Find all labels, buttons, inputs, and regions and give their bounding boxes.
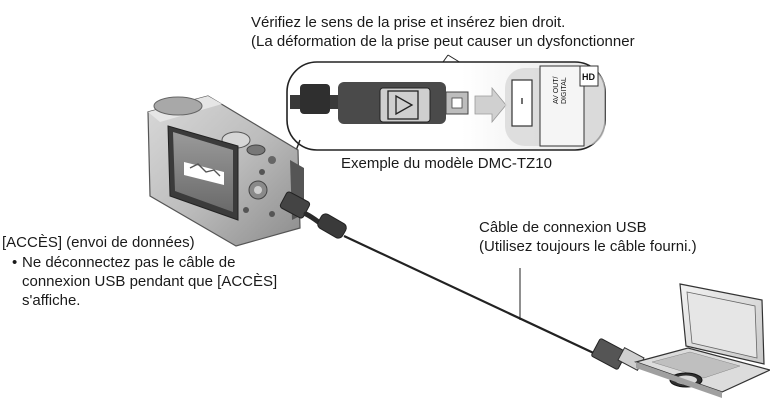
access-note-line-3: s'affiche. (22, 292, 81, 309)
av-out-label: AV OUT/ (553, 76, 560, 104)
access-note-title: [ACCÈS] (envoi de données) (2, 234, 195, 251)
camera-screen (167, 125, 239, 221)
laptop (633, 283, 770, 398)
insert-direction-icon (387, 90, 419, 120)
cable-label-line-2: (Utilisez toujours le câble fourni.) (479, 238, 697, 255)
connector-detail-inset: AV OUT/ DIGITAL HD (286, 61, 606, 151)
access-transfer-icon (184, 162, 224, 185)
access-note-line-1: Ne déconnectez pas le câble de (22, 254, 236, 271)
top-note-line-1: Vérifiez le sens de la prise et insérez … (251, 14, 566, 31)
model-caption: Exemple du modèle DMC-TZ10 (341, 155, 552, 172)
access-note-bullet: • (12, 254, 18, 271)
hdmi-label: HD (582, 72, 595, 82)
camera (147, 95, 304, 247)
access-note-line-2: connexion USB pendant que [ACCÈS] (22, 273, 278, 290)
insert-arrow-icon (474, 86, 507, 124)
cable-label-line-1: Câble de connexion USB (479, 219, 647, 236)
digital-label: DIGITAL (561, 77, 568, 104)
usb-cable (279, 191, 645, 372)
camera-controls (243, 169, 275, 217)
top-note-line-2: (La déformation de la prise peut causer … (251, 33, 635, 50)
